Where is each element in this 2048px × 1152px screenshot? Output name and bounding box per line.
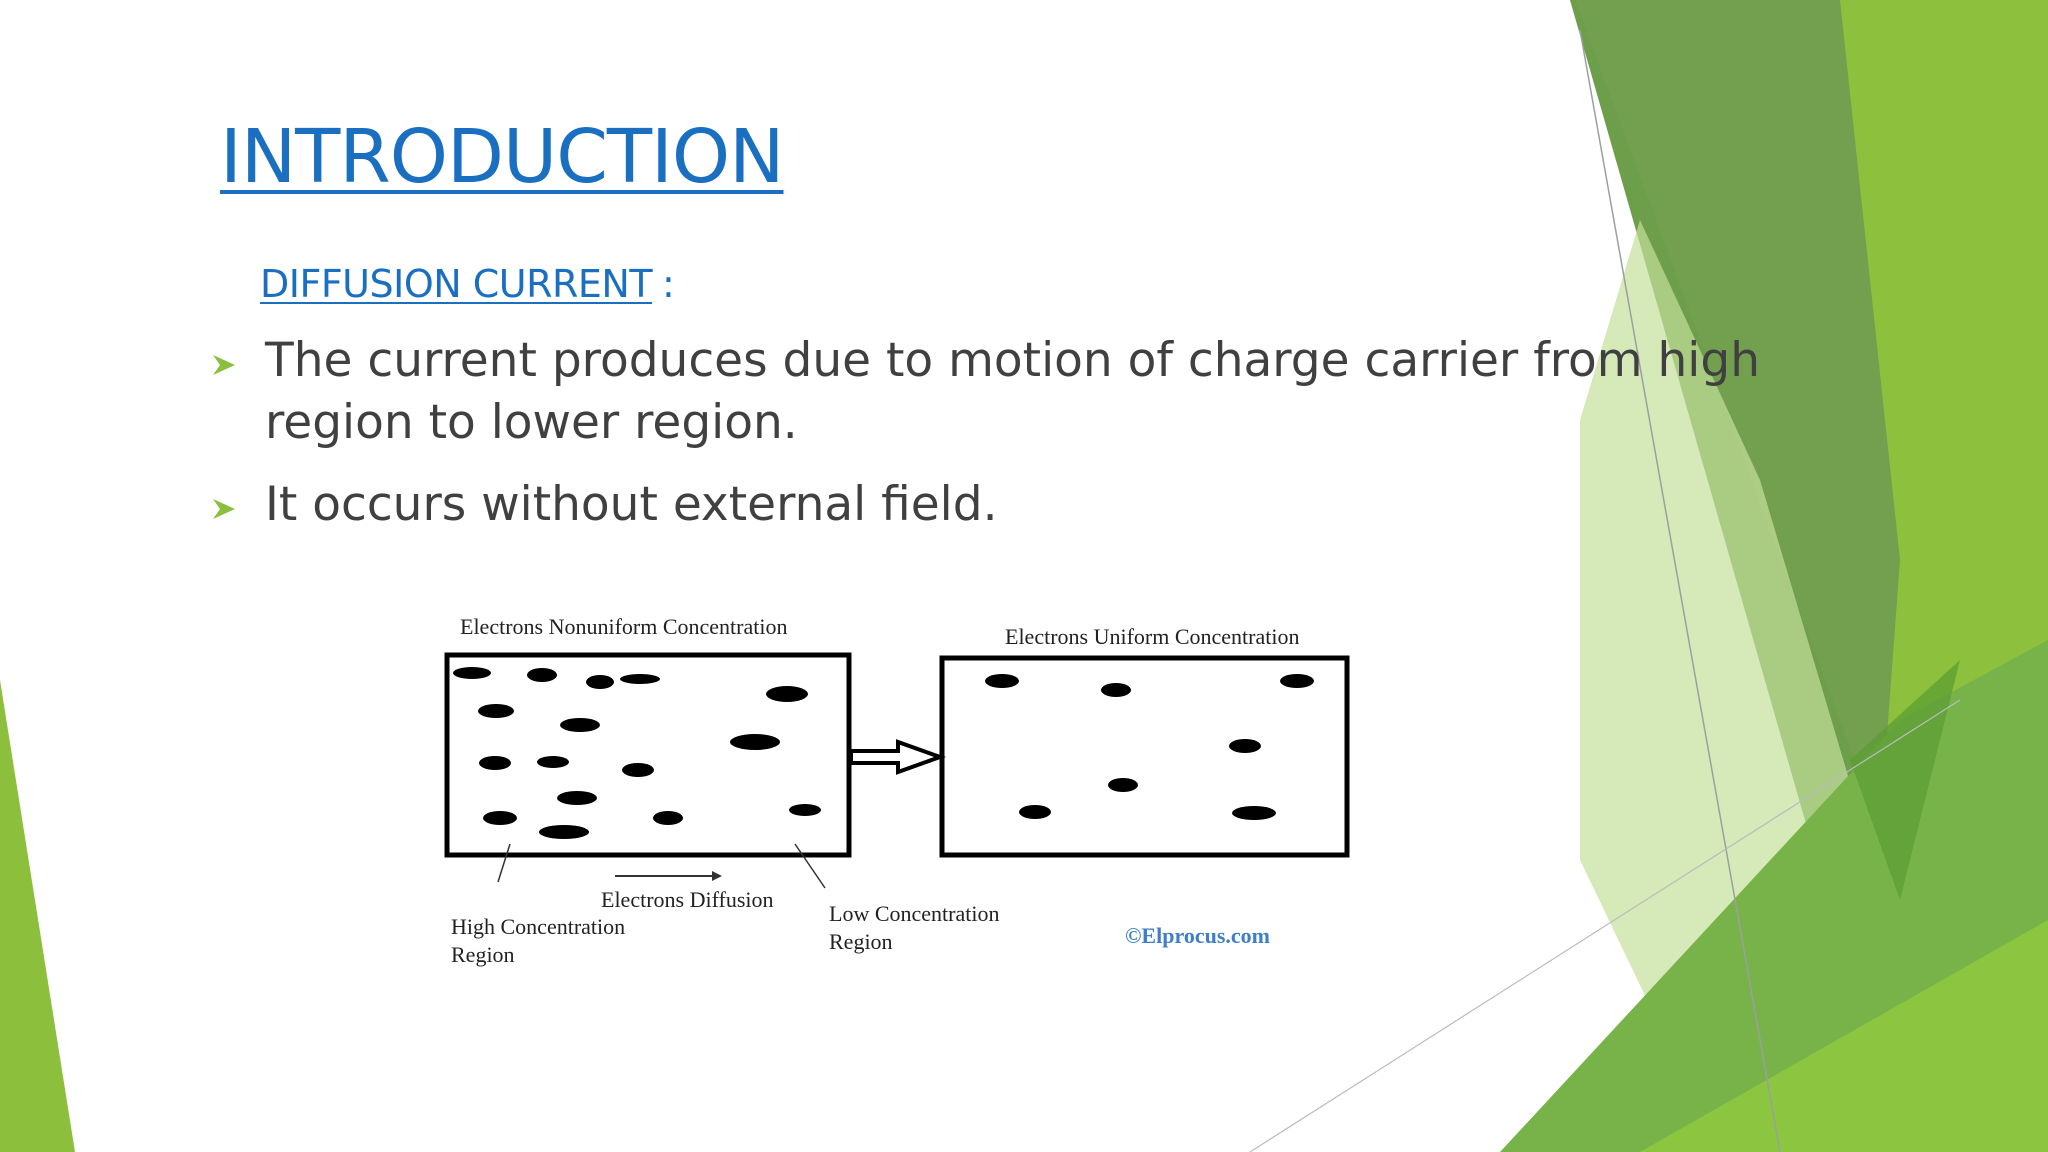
electron-dot (539, 825, 589, 839)
bullet-list: The current produces due to motion of ch… (205, 330, 1765, 556)
electron-dot (557, 791, 597, 805)
electron-dot (1280, 674, 1314, 688)
label-low-line1: Low Concentration (829, 901, 999, 926)
arrowhead-bullet-icon (213, 355, 235, 375)
electron-dot (537, 756, 569, 768)
label-uniform: Electrons Uniform Concentration (1005, 624, 1299, 649)
subheading: DIFFUSION CURRENT: (260, 258, 675, 310)
electron-dot (479, 756, 511, 770)
subheading-colon: : (662, 262, 675, 306)
electron-dot (527, 668, 557, 682)
electron-dot (985, 674, 1019, 688)
transition-arrow-icon (849, 739, 946, 775)
electron-dot (1108, 778, 1138, 792)
decor-line-1 (1579, 29, 1781, 1152)
label-nonuniform: Electrons Nonuniform Concentration (460, 614, 787, 639)
electron-dot (1229, 739, 1261, 753)
electron-dot (766, 686, 808, 702)
diffusion-arrowhead-icon (712, 871, 722, 881)
electron-dot (653, 811, 683, 825)
credit-text: ©Elprocus.com (1125, 923, 1270, 948)
nonuniform-box (444, 652, 852, 858)
arrowhead-bullet-icon (213, 499, 235, 519)
diffusion-diagram: Electrons Nonuniform Concentration Elect… (444, 614, 1350, 967)
low-region-pointer (794, 843, 826, 889)
electron-dot (1101, 683, 1131, 697)
label-diffusion: Electrons Diffusion (601, 887, 774, 912)
label-high-line2: Region (451, 942, 515, 967)
label-high-line1: High Concentration (451, 914, 625, 939)
decor-band-accent (1850, 660, 1960, 900)
electron-dot (730, 734, 780, 750)
electron-dot (1019, 805, 1051, 819)
high-region-pointer (497, 843, 511, 883)
label-low-line2: Region (829, 929, 893, 954)
bullet-item: The current produces due to motion of ch… (205, 330, 1765, 454)
electron-dot (483, 811, 517, 825)
decor-line-2 (1249, 699, 1961, 1152)
decor-left-triangle (0, 680, 75, 1152)
electron-dot (453, 667, 491, 679)
electron-dot (1232, 806, 1276, 820)
slide-title: INTRODUCTION (220, 114, 784, 200)
electron-dot (620, 674, 660, 684)
electron-dot (586, 675, 614, 689)
electron-dot (622, 763, 654, 777)
electron-dot (789, 804, 821, 816)
bullet-text: It occurs without external field. (265, 477, 998, 532)
decor-band-corner (1640, 920, 2048, 1152)
bullet-text: The current produces due to motion of ch… (265, 333, 1760, 450)
electron-dot (478, 704, 514, 718)
decor-band-mid (1575, 0, 1900, 830)
subheading-label: DIFFUSION CURRENT (260, 262, 653, 306)
bullet-item: It occurs without external field. (205, 474, 1765, 536)
nonuniform-electrons (453, 667, 821, 839)
electron-dot (560, 718, 600, 732)
uniform-electrons (985, 674, 1314, 820)
